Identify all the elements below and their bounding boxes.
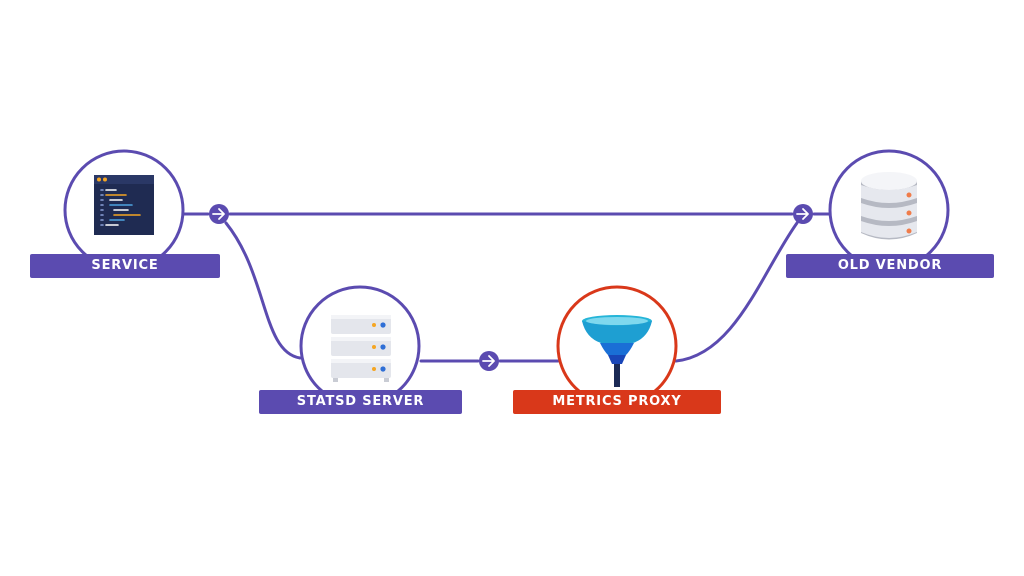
funnel-icon bbox=[582, 315, 652, 387]
metrics-proxy-label: METRICS PROXY bbox=[513, 390, 721, 414]
server-rack-icon bbox=[331, 315, 391, 382]
edge-proxy-to-vendor bbox=[674, 221, 799, 363]
old-vendor-label: OLD VENDOR bbox=[786, 254, 994, 278]
database-icon bbox=[861, 172, 917, 240]
code-editor-icon bbox=[94, 175, 154, 235]
arrow-marker bbox=[209, 204, 229, 224]
arrow-marker bbox=[793, 204, 813, 224]
connectors bbox=[182, 212, 832, 363]
service-label: SERVICE bbox=[30, 254, 220, 278]
statsd-server-label: STATSD SERVER bbox=[259, 390, 462, 414]
arrow-marker bbox=[479, 351, 499, 371]
edge-service-to-statsd bbox=[224, 221, 302, 360]
